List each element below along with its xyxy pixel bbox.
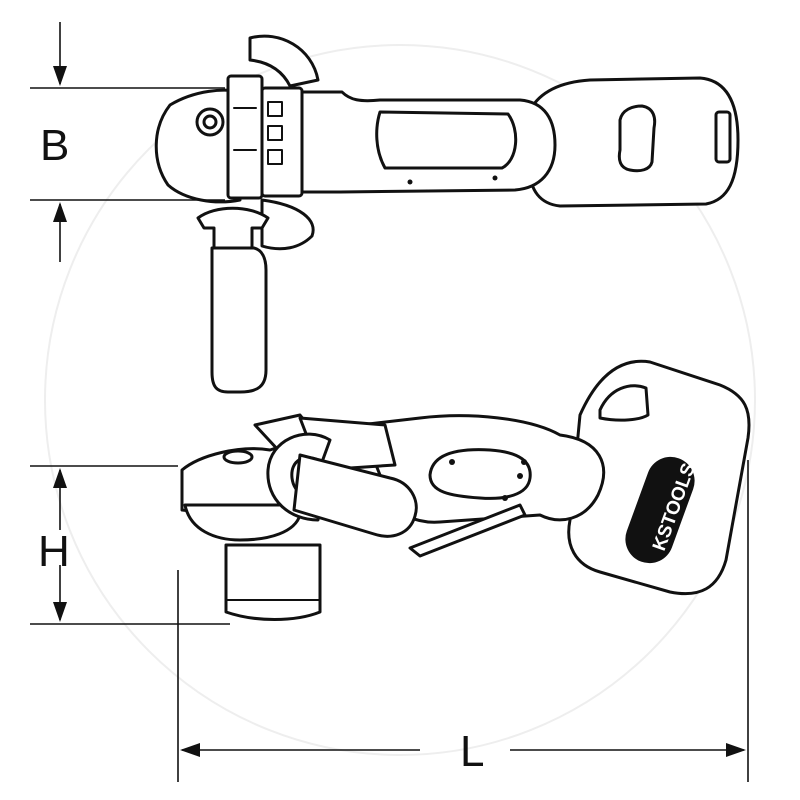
grinder-side-view: KSTOOLS	[180, 359, 751, 621]
guard-top-edge	[248, 34, 320, 88]
collar-vent	[267, 125, 283, 141]
arrow-up-icon	[53, 202, 67, 222]
grinder-top-view	[154, 34, 740, 394]
logo-badge	[625, 456, 695, 564]
arrow-down-icon	[53, 602, 67, 622]
collar-vent	[267, 101, 283, 117]
arrow-right-icon	[726, 743, 746, 757]
battery-release-button	[617, 104, 657, 173]
vent-dot	[502, 495, 508, 501]
spindle-lock-icon	[195, 107, 225, 137]
arrow-left-icon	[180, 743, 200, 757]
collar-vent	[267, 149, 283, 165]
vent-dot	[449, 459, 455, 465]
dimension-h-label: H	[38, 527, 70, 576]
dimension-l-label: L	[460, 727, 484, 776]
arrow-down-icon	[53, 66, 67, 86]
battery-pack-top	[528, 76, 740, 208]
dimension-b-label: B	[40, 121, 69, 170]
arrow-up-icon	[53, 468, 67, 488]
spindle-lock-inner	[202, 114, 218, 130]
motor-housing-side	[358, 414, 606, 524]
trigger-lever	[408, 503, 527, 558]
side-handle-top	[210, 246, 268, 394]
spindle-lock-side	[222, 449, 254, 465]
handle-grip-top	[375, 110, 518, 170]
gear-head-clamp	[226, 74, 264, 200]
side-handle-mount	[196, 206, 270, 250]
dimension-l: L	[177, 460, 749, 782]
vent-dot	[492, 175, 498, 181]
handle-grip-side	[428, 448, 532, 500]
dimension-b: B	[30, 22, 225, 262]
vent-dot	[521, 459, 527, 465]
vent-dot	[407, 179, 413, 185]
battery-release-button-side	[598, 384, 650, 422]
disc-guard-side	[224, 543, 322, 621]
flange-nut	[183, 503, 304, 542]
guard-bottom-edge	[260, 198, 315, 251]
side-handle-side	[292, 453, 418, 538]
background-circle	[44, 44, 756, 756]
dimension-h: H	[30, 465, 230, 625]
battery-indicator	[714, 110, 732, 164]
vent-dot	[517, 473, 523, 479]
